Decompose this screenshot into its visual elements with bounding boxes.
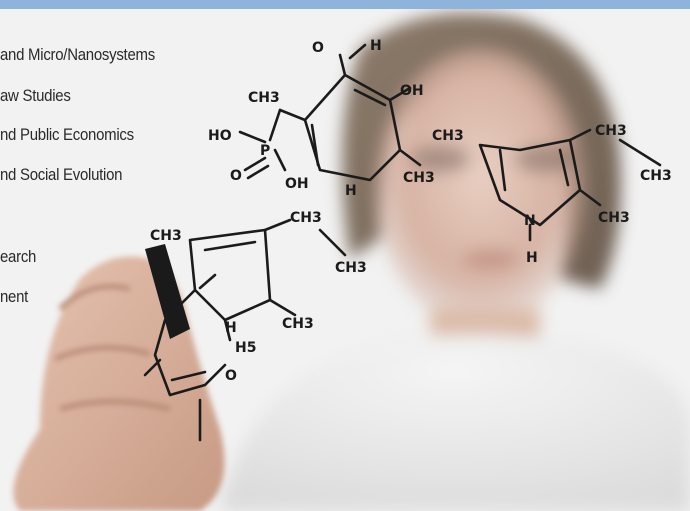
- topic-item: nd Public Economics: [0, 125, 134, 144]
- topic-item: aw Studies: [0, 86, 71, 105]
- blurred-person: [220, 13, 690, 511]
- top-accent-bar: [0, 0, 690, 9]
- topic-item: and Micro/Nanosystems: [0, 45, 155, 64]
- background-photo: [0, 9, 690, 511]
- topic-item: earch: [0, 247, 37, 266]
- topic-item: nd Social Evolution: [0, 165, 123, 184]
- topic-item: nent: [0, 287, 29, 306]
